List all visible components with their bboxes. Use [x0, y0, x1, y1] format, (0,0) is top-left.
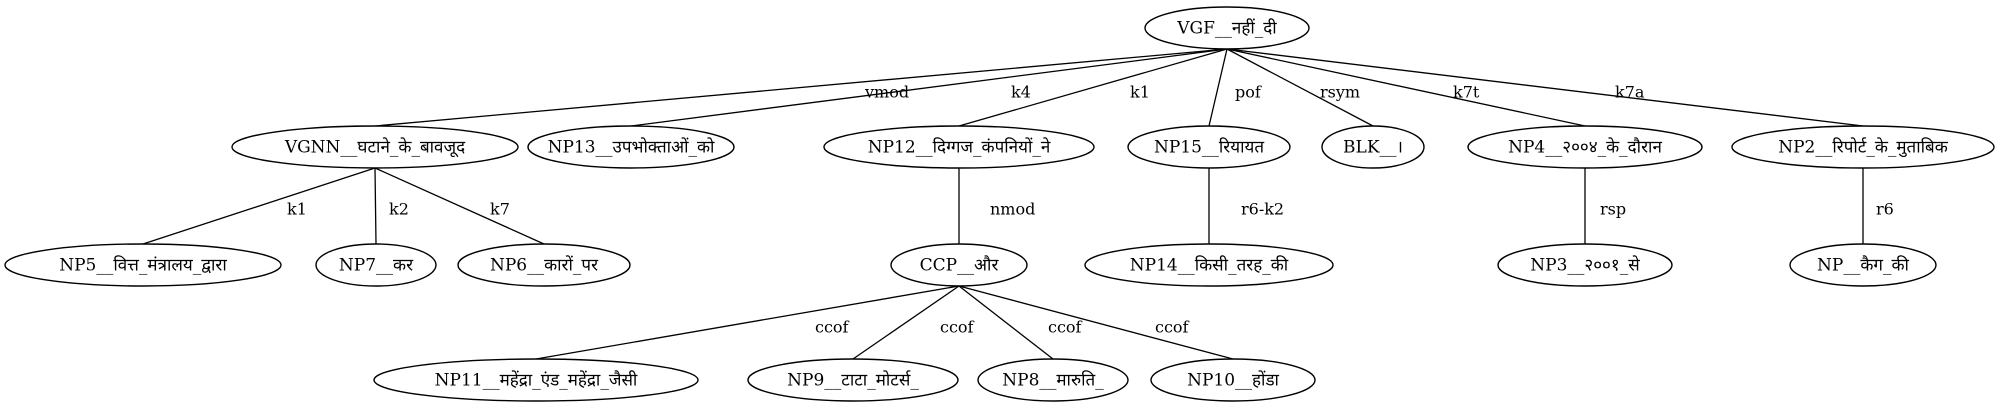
node-np11: NP11__महेंद्रा_एंड_महेंद्रा_जैसी: [373, 358, 699, 402]
node-ellipse-np14: [1084, 243, 1334, 287]
edge-label-vgnn-np7: k2: [389, 200, 409, 219]
node-ellipse-np8: [977, 358, 1129, 402]
node-label-vgf: VGF__नहीं_दी: [1176, 18, 1277, 39]
edge-vgf-np12: [958, 48, 1228, 127]
edge-label-np2-np: r6: [1876, 200, 1894, 219]
node-blk: BLK__।: [1321, 125, 1425, 169]
node-label-blk: BLK__।: [1343, 138, 1403, 158]
edge-ccp-np9: [852, 285, 960, 360]
node-label-np15: NP15__रियायत: [1154, 137, 1264, 158]
node-label-np11: NP11__महेंद्रा_एंड_महेंद्रा_जैसी: [435, 370, 638, 391]
edge-vgnn-np5: [142, 167, 376, 245]
edge-ccp-np11: [535, 285, 960, 360]
edge-ccp-np8: [958, 285, 1054, 360]
node-label-np10: NP10__होंडा: [1187, 370, 1279, 391]
edge-label-vgnn-np6: k7: [490, 200, 510, 219]
node-label-np9: NP9__टाटा_मोटर्स_: [787, 370, 919, 391]
node-ellipse-blk: [1321, 125, 1425, 169]
node-label-vgnn: VGNN__घटाने_के_बावजूद: [284, 137, 466, 158]
node-np14: NP14__किसी_तरह_की: [1084, 243, 1334, 287]
node-label-np: NP__कैग_की: [1817, 255, 1909, 276]
node-ellipse-np7: [315, 243, 437, 287]
node-label-np5: NP5__वित्त_मंत्रालय_द्वारा: [59, 255, 227, 276]
edge-label-vgf-np4: k7t: [1453, 83, 1480, 102]
node-np12: NP12__दिग्गज_कंपनियों_ने: [823, 125, 1095, 169]
node-ellipse-vgf: [1144, 6, 1310, 50]
node-ellipse-np13: [527, 125, 735, 169]
node-np5: NP5__वित्त_मंत्रालय_द्वारा: [4, 243, 282, 287]
node-np13: NP13__उपभोक्ताओं_को: [527, 125, 735, 169]
edge-vgf-np4: [1226, 48, 1586, 127]
node-np9: NP9__टाटा_मोटर्स_: [747, 358, 959, 402]
node-label-np14: NP14__किसी_तरह_की: [1130, 255, 1289, 276]
node-ellipse-np12: [823, 125, 1095, 169]
edge-vgf-vgnn: [374, 48, 1228, 127]
edge-label-vgf-np12: k1: [1130, 83, 1150, 102]
edge-label-np4-np3: rsp: [1600, 200, 1626, 219]
nodes-layer: VGF__नहीं_दी VGNN__घटाने_के_बावजूद NP13__उ…: [4, 6, 1995, 402]
edges-layer: vmod k4 k1 pof rsym k7t k7a k1 k2 k7 nmod r6-k2 rsp r…: [142, 48, 1894, 360]
node-np3: NP3__२००१_से: [1497, 243, 1673, 287]
node-np15: NP15__रियायत: [1127, 125, 1291, 169]
node-label-np6: NP6__कारों_पर: [490, 255, 599, 276]
node-np4: NP4__२००४_के_दौरान: [1467, 125, 1703, 169]
node-ellipse-np4: [1467, 125, 1703, 169]
edge-label-ccp-np9: ccof: [940, 318, 975, 337]
node-ellipse-np2: [1731, 125, 1995, 169]
node-ellipse-np9: [747, 358, 959, 402]
node-ccp: CCP__और: [890, 243, 1028, 287]
node-label-ccp: CCP__और: [920, 255, 1000, 276]
edge-label-vgf-np15: pof: [1235, 83, 1262, 102]
node-vgnn: VGNN__घटाने_के_बावजूद: [231, 125, 519, 169]
edge-label-ccp-np8: ccof: [1048, 318, 1083, 337]
edge-label-vgnn-np5: k1: [287, 200, 307, 219]
edge-vgf-np2: [1226, 48, 1864, 127]
edge-vgf-np13: [630, 48, 1228, 127]
node-np8: NP8__मारुति_: [977, 358, 1129, 402]
edge-label-ccp-np10: ccof: [1155, 318, 1190, 337]
edge-vgf-np15: [1208, 48, 1228, 127]
edge-label-vgf-vgnn: vmod: [864, 83, 909, 102]
edge-vgnn-np7: [374, 167, 377, 245]
edge-label-vgf-np13: k4: [1011, 83, 1031, 102]
node-label-np12: NP12__दिग्गज_कंपनियों_ने: [868, 137, 1051, 158]
node-np6: NP6__कारों_पर: [457, 243, 631, 287]
node-ellipse-np3: [1497, 243, 1673, 287]
node-label-np2: NP2__रिपोर्ट_के_मुताबिक: [1778, 137, 1949, 158]
edge-label-vgf-blk: rsym: [1320, 83, 1360, 102]
node-vgf: VGF__नहीं_दी: [1144, 6, 1310, 50]
node-ellipse-ccp: [890, 243, 1028, 287]
node-np2: NP2__रिपोर्ट_के_मुताबिक: [1731, 125, 1995, 169]
edge-label-vgf-np2: k7a: [1615, 83, 1645, 102]
node-ellipse-np6: [457, 243, 631, 287]
edge-ccp-np10: [958, 285, 1234, 360]
edge-vgf-blk: [1226, 48, 1374, 127]
node-ellipse-np: [1789, 243, 1937, 287]
edge-label-ccp-np11: ccof: [815, 318, 850, 337]
node-np: NP__कैग_की: [1789, 243, 1937, 287]
node-ellipse-np5: [4, 243, 282, 287]
node-ellipse-np15: [1127, 125, 1291, 169]
node-np7: NP7__कर: [315, 243, 437, 287]
node-label-np7: NP7__कर: [339, 256, 414, 276]
node-label-np4: NP4__२००४_के_दौरान: [1508, 137, 1662, 158]
node-label-np13: NP13__उपभोक्ताओं_को: [548, 137, 715, 158]
node-ellipse-np11: [373, 358, 699, 402]
node-np10: NP10__होंडा: [1150, 358, 1316, 402]
edge-vgnn-np6: [374, 167, 545, 245]
edge-label-np15-np14: r6-k2: [1241, 200, 1284, 219]
node-label-np8: NP8__मारुति_: [1002, 370, 1104, 391]
edge-label-np12-ccp: nmod: [990, 200, 1035, 219]
node-label-np3: NP3__२००१_से: [1530, 255, 1640, 276]
node-ellipse-vgnn: [231, 125, 519, 169]
node-ellipse-np10: [1150, 358, 1316, 402]
